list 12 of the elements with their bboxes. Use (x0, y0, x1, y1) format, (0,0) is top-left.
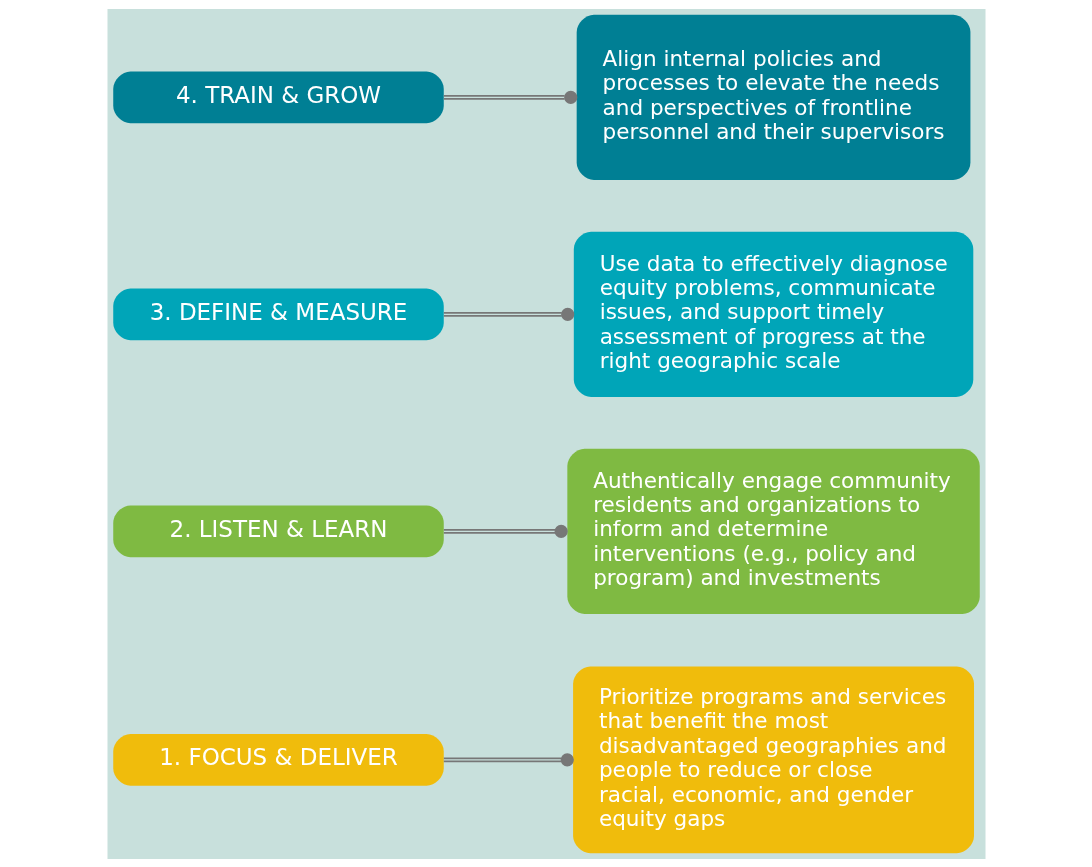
connector (442, 752, 574, 766)
node-box: 1. FOCUS & DELIVER (112, 733, 444, 786)
node-box: Use data to effectively diagnose equity problems, communicate issues, and support timely assessment of progress at the right geographic scale (573, 231, 973, 397)
node-box: 4. TRAIN & GROW (112, 71, 444, 123)
node-box: Authentically engage community residents and organizations to inform and determine interventions (e.g., policy and program) and investments (566, 448, 980, 614)
node-box: 3. DEFINE & MEASURE (112, 288, 444, 340)
node-box: Prioritize programs and services that benefit the most disadvantaged geographies and people to reduce or close racial, economic, and gender equity gaps (572, 665, 974, 853)
connector (442, 307, 574, 321)
connector (442, 524, 568, 538)
node-box: Align internal policies and processes to elevate the needs and perspectives of frontline personnel and their supervisors (576, 14, 970, 180)
connector (442, 90, 577, 104)
node-box: 2. LISTEN & LEARN (112, 505, 444, 557)
